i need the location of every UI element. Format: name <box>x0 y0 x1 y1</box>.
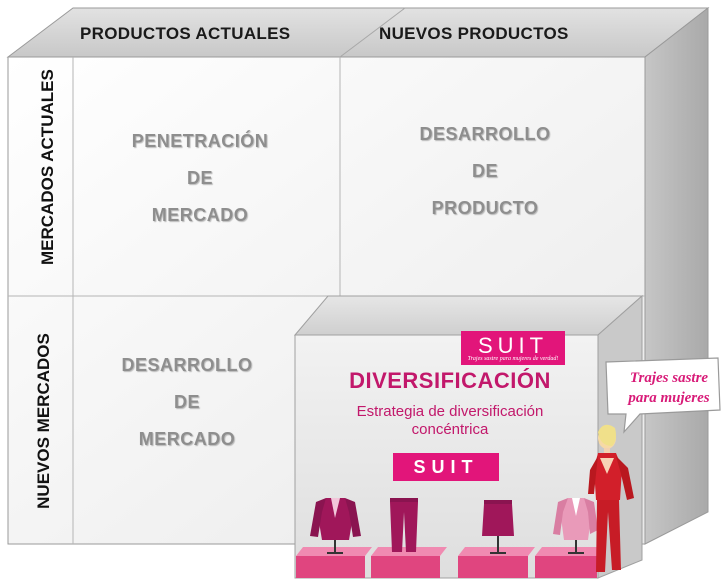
pink-jacket-icon <box>553 498 598 554</box>
suit-box-top <box>293 295 644 336</box>
subtitle-line-2: concéntrica <box>411 421 489 438</box>
row-header-new-markets: NUEVOS MERCADOS <box>34 333 53 509</box>
diversification-title: DIVERSIFICACIÓN <box>349 368 551 393</box>
woman-figure-illustration <box>588 424 634 572</box>
diversification-subtitle: Estrategia de diversificación concéntric… <box>310 403 590 439</box>
cell-market-development: DESARROLLO DE MERCADO <box>82 347 292 458</box>
jacket-icon <box>310 498 361 554</box>
cell-line: DESARROLLO <box>121 355 253 375</box>
subtitle-line-1: Estrategia de diversificación <box>356 403 544 420</box>
col-header-current-products: PRODUCTOS ACTUALES <box>80 24 291 43</box>
suit-logo-tagline: Trajes sastre para mujeres de verdad! <box>467 356 559 362</box>
cell-line: PRODUCTO <box>431 198 539 218</box>
suit-logo-word: SUIT <box>477 333 549 358</box>
cell-product-development: DESARROLLO DE PRODUCTO <box>380 116 590 227</box>
suit-logo-top: SUIT Trajes sastre para mujeres de verda… <box>461 331 565 365</box>
suit-logo-middle: SUIT <box>393 453 499 481</box>
cell-line: MERCADO <box>151 205 249 225</box>
col-header-new-products: NUEVOS PRODUCTOS <box>379 24 569 43</box>
speech-bubble-text: Trajes sastre para mujeres <box>614 368 722 408</box>
row-header-current-markets: MERCADOS ACTUALES <box>38 69 57 265</box>
cell-line: DE <box>173 392 200 412</box>
cell-line: DE <box>186 168 213 188</box>
speech-bubble <box>605 357 721 434</box>
trousers-icon <box>390 498 418 552</box>
cell-line: DESARROLLO <box>419 124 551 144</box>
cell-line: MERCADO <box>138 429 236 449</box>
cube-side-face <box>644 6 709 545</box>
bubble-line-2: para mujeres <box>628 390 710 406</box>
cell-market-penetration: PENETRACIÓN DE MERCADO <box>100 123 300 234</box>
bubble-line-1: Trajes sastre <box>629 370 709 386</box>
cell-line: PENETRACIÓN <box>131 131 269 151</box>
cell-line: DE <box>471 161 498 181</box>
pedestals <box>296 547 597 578</box>
skirt-icon <box>482 500 514 554</box>
